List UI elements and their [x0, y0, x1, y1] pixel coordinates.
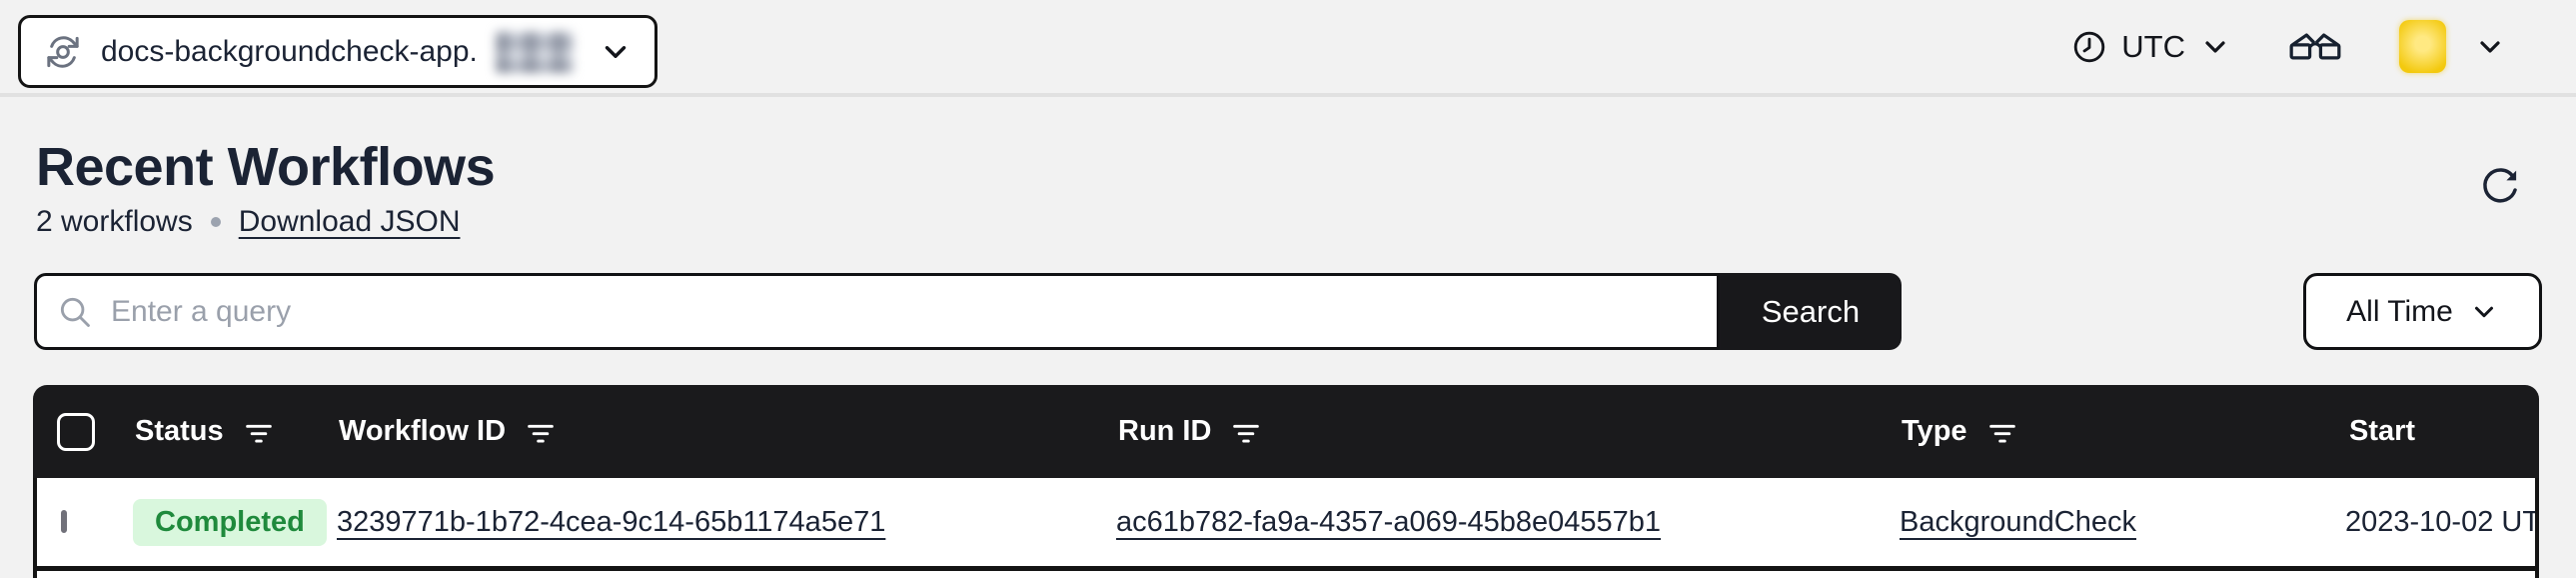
namespace-name: docs-backgroundcheck-app. [101, 34, 478, 68]
timezone-label: UTC [2121, 28, 2185, 64]
download-json-link[interactable]: Download JSON [238, 205, 461, 238]
start-time-cell: 2023-10-02 UTC [2345, 505, 2535, 538]
query-search-bar: Search [34, 273, 1902, 350]
page-title: Recent Workflows [36, 137, 496, 197]
status-cell: Completed [129, 498, 333, 546]
filter-icon[interactable] [524, 415, 558, 449]
redacted-namespace-suffix [495, 30, 574, 73]
workflows-table: Status Workflow ID [33, 385, 2539, 578]
workflow-type-link[interactable]: BackgroundCheck [1900, 505, 2136, 538]
search-button[interactable]: Search [1720, 273, 1902, 350]
next-row-clipped [33, 571, 2539, 578]
refresh-button[interactable] [2478, 164, 2522, 208]
chevron-down-icon [2474, 31, 2506, 63]
column-header-workflow-id: Workflow ID [333, 415, 1112, 449]
namespace-cycle-icon [43, 32, 83, 72]
chevron-down-icon [2469, 297, 2499, 327]
filter-icon[interactable] [1229, 415, 1263, 449]
column-header-start: Start [2349, 415, 2416, 447]
chevron-down-icon [599, 35, 633, 69]
workflow-id-link[interactable]: 3239771b-1b72-4cea-9c14-65b1174a5e71 [337, 505, 886, 538]
clock-icon [2071, 29, 2107, 65]
header-checkbox-cell [33, 412, 129, 451]
dot-separator [210, 217, 221, 227]
time-range-filter[interactable]: All Time [2303, 273, 2542, 350]
avatar [2399, 20, 2446, 73]
column-header-run-id: Run ID [1112, 415, 1896, 449]
time-range-label: All Time [2346, 294, 2453, 328]
account-menu[interactable] [2399, 20, 2506, 73]
table-row[interactable]: Completed 3239771b-1b72-4cea-9c14-65b117… [33, 478, 2539, 571]
chevron-down-icon [2199, 31, 2231, 63]
table-header-row: Status Workflow ID [33, 385, 2539, 478]
column-header-type: Type [1896, 415, 2343, 449]
top-bar-right: UTC [2071, 0, 2506, 93]
column-header-status: Status [129, 415, 333, 449]
filter-icon[interactable] [1985, 415, 2019, 449]
search-box [34, 273, 1720, 350]
labs-glasses-icon[interactable] [2289, 30, 2341, 64]
top-bar: docs-backgroundcheck-app. UTC [0, 0, 2576, 97]
filter-icon[interactable] [242, 415, 276, 449]
query-input[interactable] [34, 273, 1720, 350]
timezone-selector[interactable]: UTC [2071, 29, 2231, 65]
row-checkbox[interactable] [61, 510, 67, 533]
select-all-checkbox[interactable] [57, 412, 95, 451]
namespace-selector[interactable]: docs-backgroundcheck-app. [18, 15, 657, 88]
status-badge: Completed [133, 498, 327, 546]
workflow-count: 2 workflows [36, 205, 193, 238]
workflow-summary-line: 2 workflows Download JSON [36, 204, 460, 240]
row-checkbox-cell [37, 510, 129, 533]
run-id-link[interactable]: ac61b782-fa9a-4357-a069-45b8e04557b1 [1116, 505, 1662, 538]
